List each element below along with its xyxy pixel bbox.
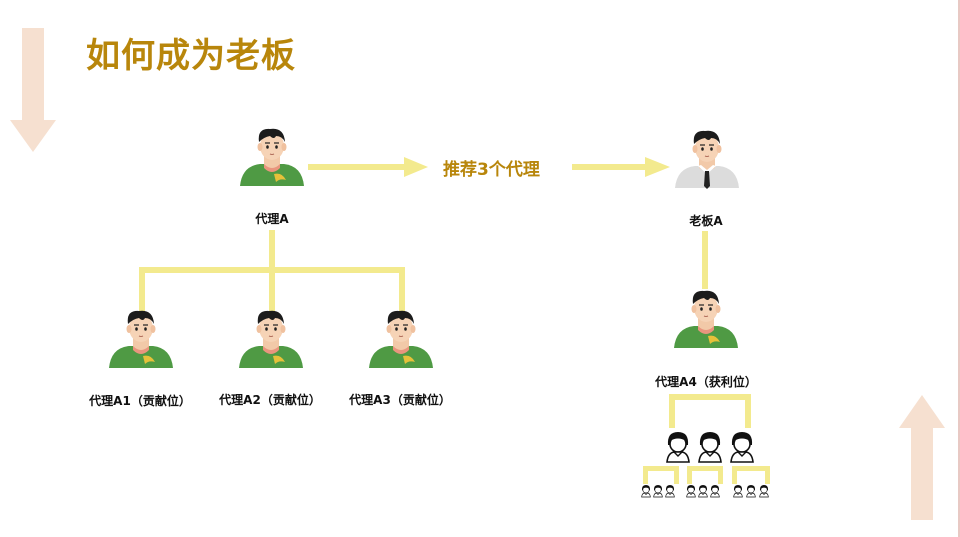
agent-a1-avatar <box>108 310 174 369</box>
label-agent-a: 代理A <box>255 212 289 226</box>
connector-boss-to-a4 <box>702 231 708 289</box>
boss-a-avatar <box>674 130 740 190</box>
small-person-icon <box>710 484 720 498</box>
small-person-icon <box>686 484 696 498</box>
downline-person-icon <box>666 431 690 463</box>
label-boss-a: 老板A <box>689 214 723 228</box>
arrow-label: 推荐3个代理 <box>443 160 540 180</box>
agent-a2-avatar <box>238 310 304 369</box>
label-agent-a3: 代理A3（贡献位） <box>349 393 451 407</box>
arrow-right-segment <box>572 157 670 177</box>
downline-person-icon <box>698 431 722 463</box>
downline-person-icon <box>730 431 754 463</box>
slide-title: 如何成为老板 <box>86 36 296 76</box>
tree-connector-left <box>139 230 405 311</box>
down-arrow-decoration <box>10 28 56 152</box>
small-person-icon <box>641 484 651 498</box>
small-person-icon <box>698 484 708 498</box>
small-person-icon <box>759 484 769 498</box>
label-agent-a2: 代理A2（贡献位） <box>219 393 321 407</box>
agent-a3-avatar <box>368 310 434 369</box>
agent-a-avatar <box>239 128 305 187</box>
up-arrow-decoration <box>899 395 945 520</box>
small-person-icon <box>733 484 743 498</box>
bracket-a4-children <box>669 394 751 428</box>
right-edge-line <box>958 0 960 537</box>
small-person-icon <box>746 484 756 498</box>
small-person-icon <box>653 484 663 498</box>
small-person-icon <box>665 484 675 498</box>
bottom-brackets <box>643 466 770 484</box>
arrow-left-segment <box>308 157 428 177</box>
label-agent-a4: 代理A4（获利位） <box>655 375 757 389</box>
agent-a4-avatar <box>673 290 739 349</box>
label-agent-a1: 代理A1（贡献位） <box>89 394 191 408</box>
